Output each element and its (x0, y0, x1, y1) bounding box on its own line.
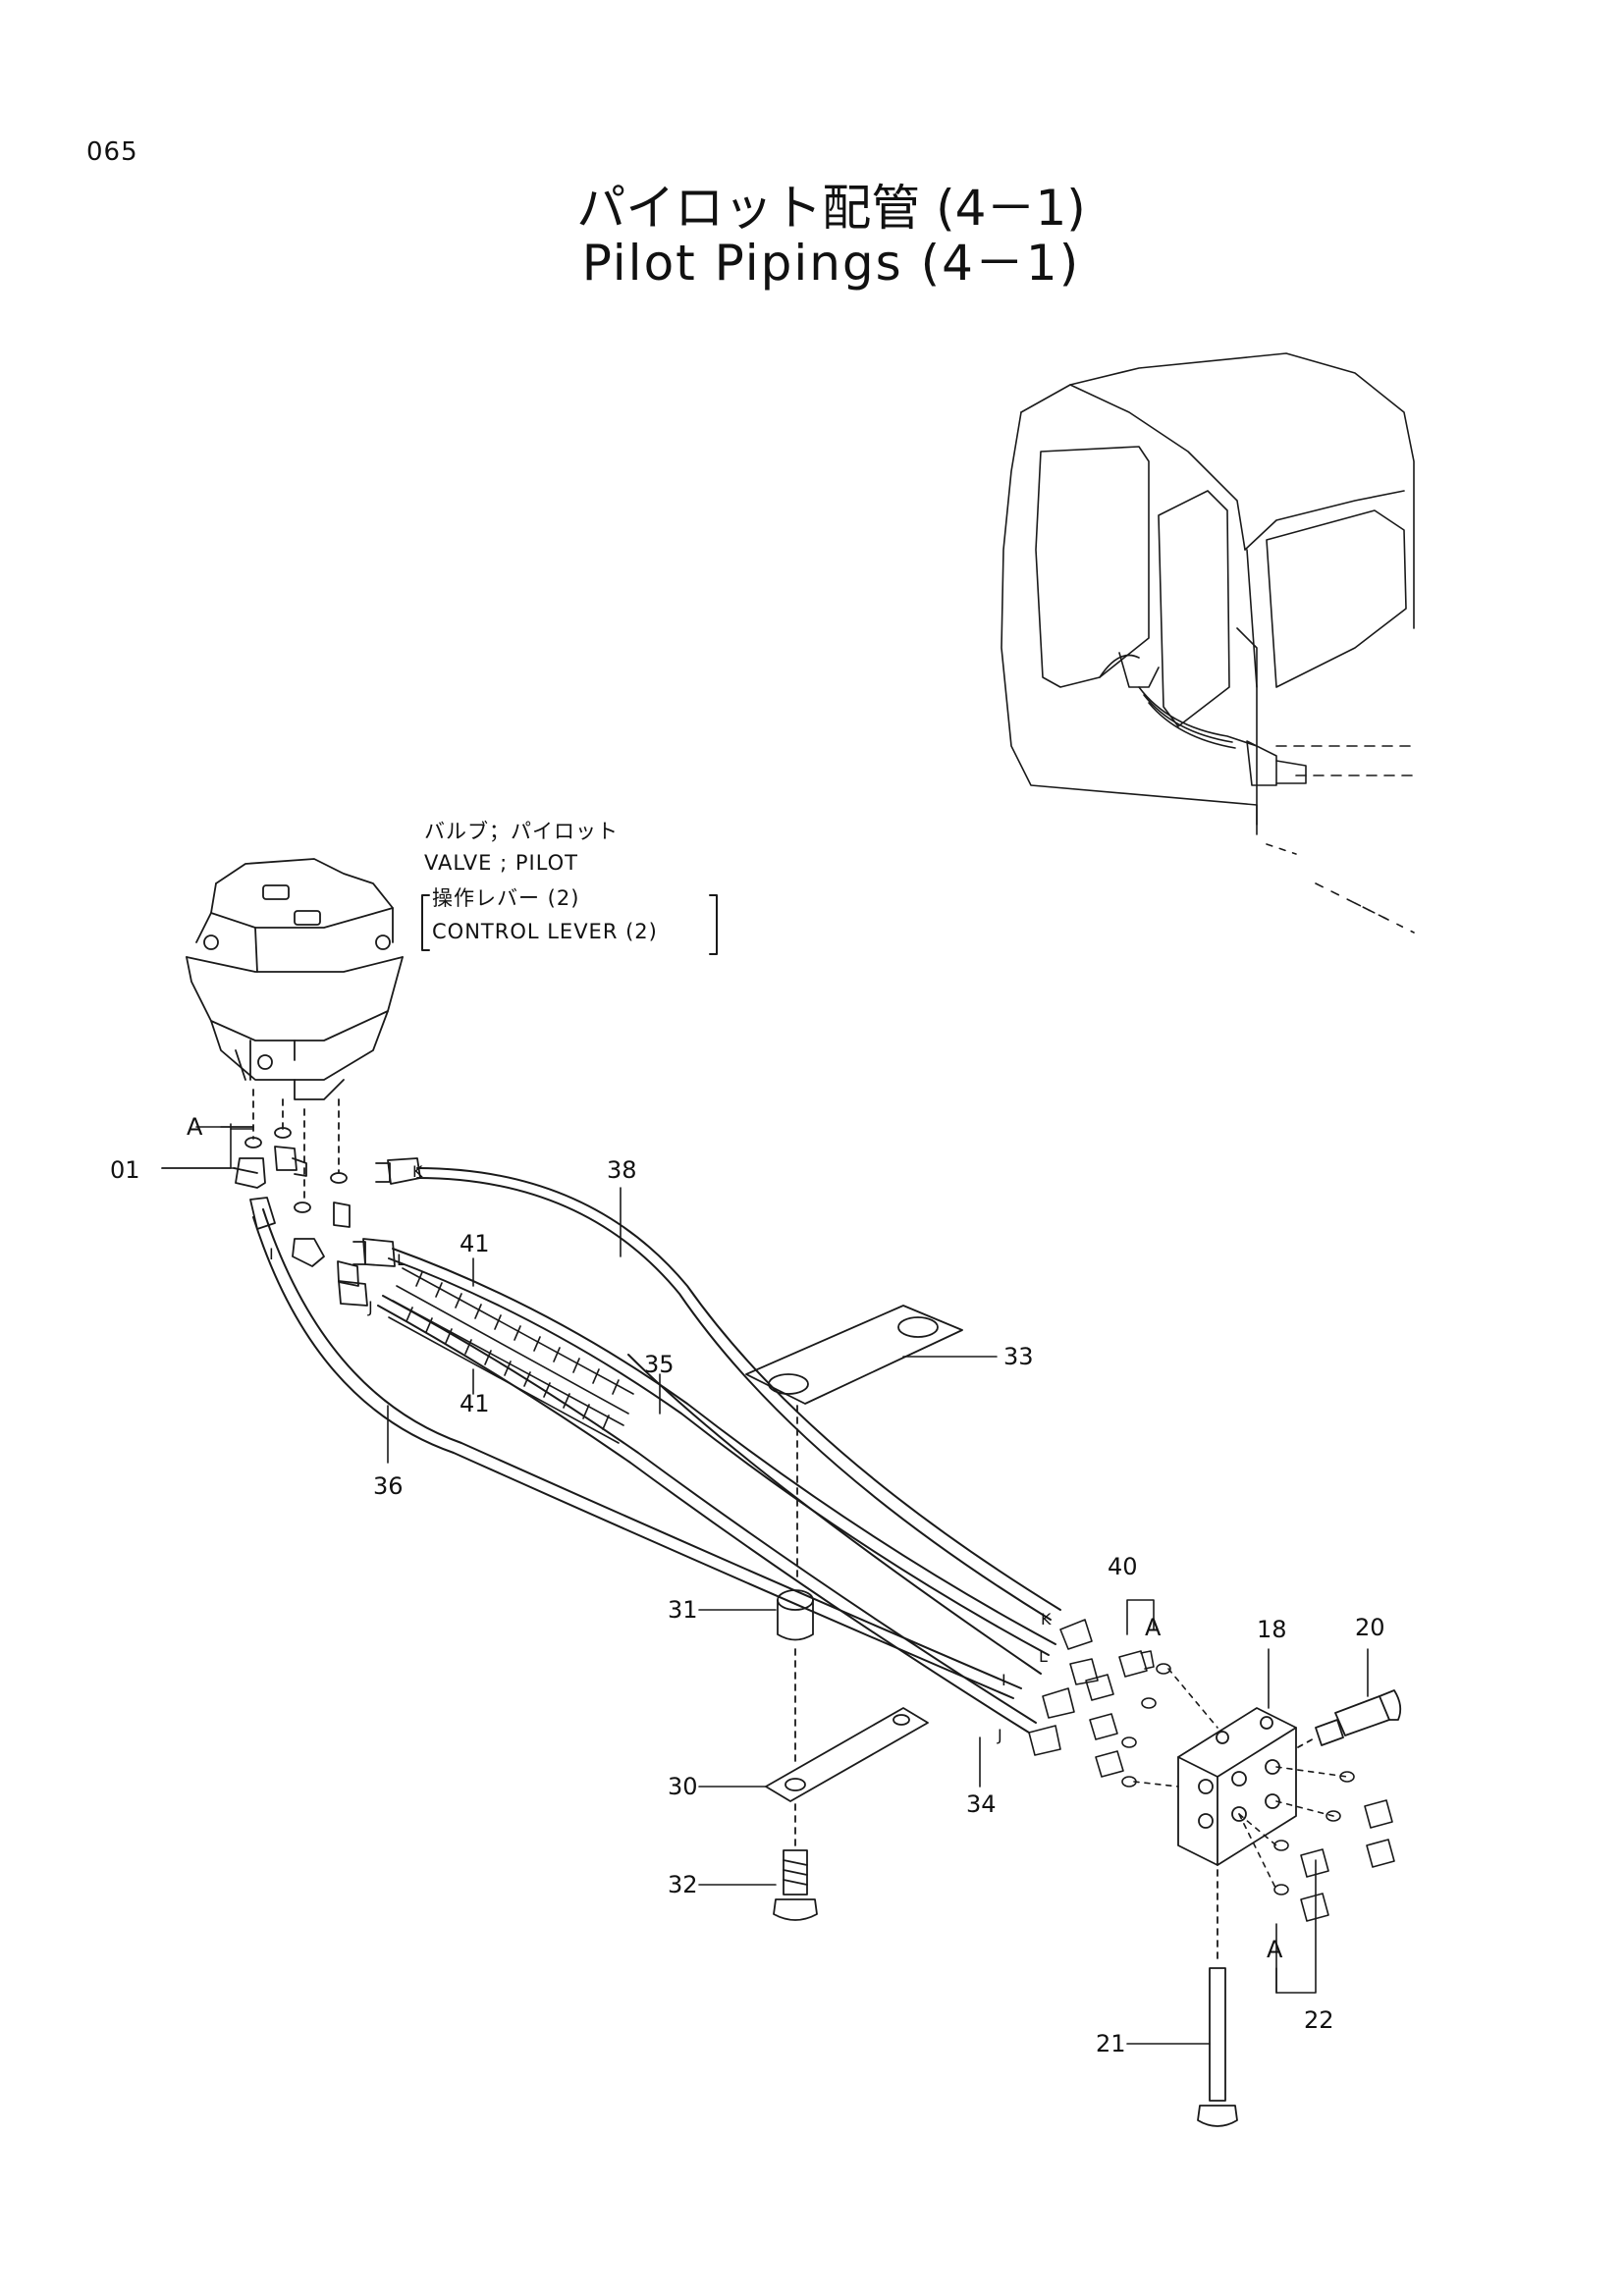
marker-k-lower: K (1041, 1610, 1052, 1629)
valve-note-line3: 操作レバー (2) (432, 886, 580, 910)
page-title-english: Pilot Pipings (4－1) (581, 235, 1081, 292)
pressure-switch-20 (1297, 1689, 1402, 1748)
valve-note-line4: CONTROL LEVER (2) (432, 920, 658, 943)
callout-38: 38 (607, 1156, 637, 1184)
callout-34: 34 (966, 1790, 997, 1818)
callout-41-bottom: 41 (460, 1390, 490, 1417)
manifold-block (1177, 1707, 1297, 1964)
page-number: 065 (86, 137, 138, 167)
callout-33: 33 (1003, 1343, 1034, 1370)
callout-41-top: 41 (460, 1230, 490, 1257)
note-bracket-right (709, 894, 718, 955)
bolt-21 (1197, 1967, 1238, 2127)
hose-assemblies (252, 1167, 1061, 1734)
marker-j-lower: J (998, 1726, 1002, 1744)
hose-protector-coils (388, 1267, 634, 1444)
leader-lines (161, 1123, 1369, 2045)
marker-a-bottom: A (1267, 1936, 1283, 1963)
connectors-40 (1028, 1619, 1218, 1788)
callout-36: 36 (373, 1472, 404, 1500)
valve-note-line1: バルブ；パイロット (424, 820, 619, 843)
callout-31: 31 (668, 1596, 698, 1624)
page-title-japanese: パイロット配管 (4－1) (576, 180, 1086, 237)
marker-j-upper: J (368, 1298, 373, 1316)
callout-18: 18 (1257, 1616, 1287, 1643)
marker-i-upper: I (269, 1245, 274, 1263)
plugs-22 (1238, 1766, 1395, 1922)
hose-fittings-upper (249, 1157, 421, 1307)
callout-01: 01 (110, 1156, 140, 1184)
marker-a-left: A (187, 1113, 203, 1141)
callout-22: 22 (1304, 2006, 1334, 2034)
clamp-assembly (745, 1305, 963, 1921)
pilot-valve-illustration (186, 858, 404, 1100)
cab-illustration (1001, 352, 1415, 934)
marker-l-lower: L (1039, 1647, 1048, 1666)
note-bracket-left (421, 894, 430, 951)
marker-a-right: A (1145, 1614, 1162, 1641)
callout-32: 32 (668, 1871, 698, 1898)
valve-note-line2: VALVE ; PILOT (424, 851, 579, 875)
marker-k-upper: K (412, 1162, 423, 1181)
callout-20: 20 (1355, 1614, 1385, 1641)
marker-l-upper: L (397, 1251, 406, 1269)
callout-21: 21 (1096, 2030, 1126, 2057)
callout-35: 35 (644, 1351, 675, 1378)
marker-i-lower: I (1001, 1671, 1006, 1689)
valve-fittings (233, 1089, 359, 1287)
callout-30: 30 (668, 1773, 698, 1800)
callout-40: 40 (1108, 1553, 1138, 1580)
